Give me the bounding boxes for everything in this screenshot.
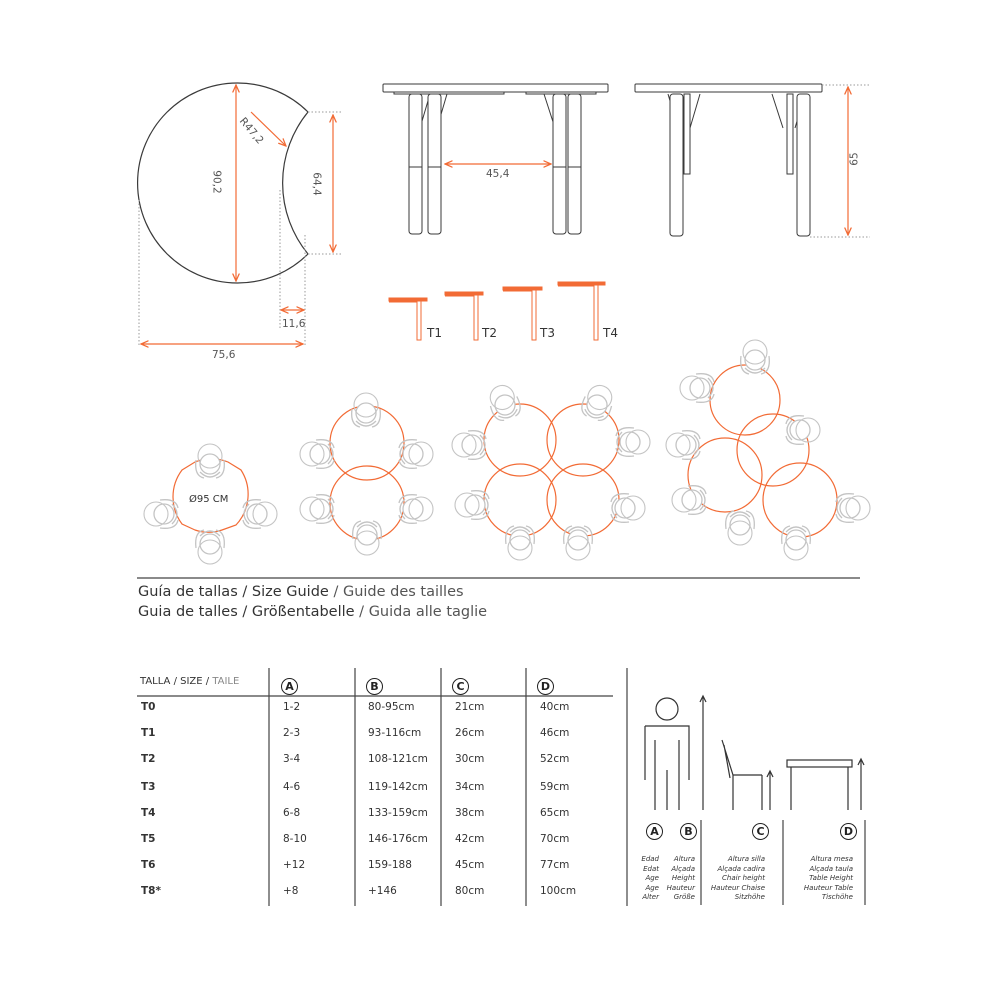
dimension-height: 65 <box>848 152 861 166</box>
table-row-size: T4 <box>141 807 156 819</box>
table-cell: 42cm <box>455 833 485 845</box>
table-cell: +8 <box>283 885 299 897</box>
configuration-4 <box>665 339 871 561</box>
table-cell: 34cm <box>455 781 485 793</box>
configuration-diameter-label: Ø95 CM <box>189 494 229 505</box>
size-label-t3: T3 <box>540 326 555 340</box>
table-cell: 21cm <box>455 701 485 713</box>
table-row-size: T5 <box>141 833 156 845</box>
table-row-size: T3 <box>141 781 156 793</box>
configuration-1 <box>143 443 278 565</box>
front-view-drawing <box>382 83 609 235</box>
legend-letter-a: A <box>646 820 663 840</box>
table-row-size: T2 <box>141 753 156 765</box>
table-cell: 1-2 <box>283 701 301 713</box>
dimension-width: 75,6 <box>212 349 236 361</box>
table-cell: 6-8 <box>283 807 301 819</box>
table-cell: 65cm <box>540 807 570 819</box>
table-header-b: B <box>366 675 383 695</box>
table-cell: 26cm <box>455 727 485 739</box>
dimension-notch-height: 64,4 <box>310 172 323 196</box>
table-header-a: A <box>281 675 298 695</box>
table-cell: 108-121cm <box>368 753 428 765</box>
configuration-2 <box>299 392 434 556</box>
table-cell: 100cm <box>540 885 577 897</box>
top-view-drawing <box>137 82 342 345</box>
size-label-t1: T1 <box>427 326 442 340</box>
table-cell: 59cm <box>540 781 570 793</box>
table-cell: 2-3 <box>283 727 301 739</box>
size-guide-title-1: Guía de tallas / Size Guide / Guide des … <box>138 584 464 600</box>
table-cell: 38cm <box>455 807 485 819</box>
table-cell: 80-95cm <box>368 701 415 713</box>
table-cell: +146 <box>368 885 397 897</box>
table-cell: 3-4 <box>283 753 301 765</box>
table-row-size: T1 <box>141 727 156 739</box>
table-grid <box>137 668 866 906</box>
table-row-size: T8* <box>141 885 161 897</box>
table-cell: 133-159cm <box>368 807 428 819</box>
legend-figures <box>644 694 865 810</box>
side-view-drawing <box>634 83 823 237</box>
table-cell: 77cm <box>540 859 570 871</box>
table-cell: 30cm <box>455 753 485 765</box>
table-cell: +12 <box>283 859 306 871</box>
table-header-c: C <box>452 675 469 695</box>
dimension-diameter: 90,2 <box>210 170 223 194</box>
table-row-size: T0 <box>141 701 156 713</box>
dimension-notch-depth: 11,6 <box>282 318 306 330</box>
legend-letter-d: D <box>840 820 857 840</box>
table-cell: 119-142cm <box>368 781 428 793</box>
legend-letter-c: C <box>752 820 769 840</box>
table-cell: 146-176cm <box>368 833 428 845</box>
table-header-size: TALLA / SIZE / TAILE <box>140 676 240 687</box>
table-cell: 70cm <box>540 833 570 845</box>
table-cell: 80cm <box>455 885 485 897</box>
size-icons <box>388 281 606 341</box>
table-cell: 159-188 <box>368 859 412 871</box>
dimension-leg-spacing: 45,4 <box>486 168 510 180</box>
table-cell: 8-10 <box>283 833 307 845</box>
legend-letter-b: B <box>680 820 697 840</box>
table-cell: 93-116cm <box>368 727 422 739</box>
table-cell: 40cm <box>540 701 570 713</box>
table-cell: 45cm <box>455 859 485 871</box>
configuration-3 <box>451 380 651 561</box>
table-cell: 4-6 <box>283 781 301 793</box>
table-cell: 46cm <box>540 727 570 739</box>
size-label-t2: T2 <box>482 326 497 340</box>
table-header-d: D <box>537 675 554 695</box>
table-cell: 52cm <box>540 753 570 765</box>
table-row-size: T6 <box>141 859 156 871</box>
size-guide-title-2: Guia de talles / Größentabelle / Guida a… <box>138 604 488 620</box>
size-label-t4: T4 <box>603 326 618 340</box>
